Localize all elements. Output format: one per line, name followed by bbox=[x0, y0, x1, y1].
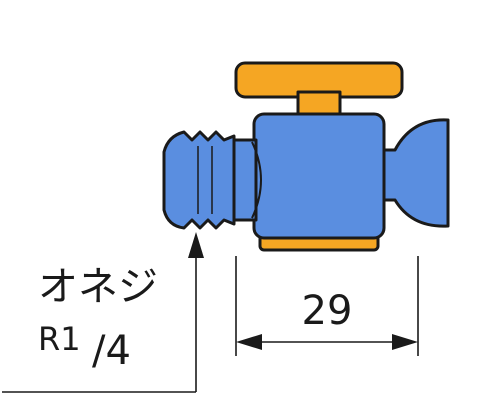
thread-label-r1: R1 bbox=[38, 320, 81, 358]
right-socket bbox=[366, 118, 450, 228]
left-neck-curve bbox=[251, 141, 262, 219]
dimension-lines bbox=[235, 256, 419, 356]
dimension-value: 29 bbox=[302, 288, 353, 334]
thread-label-fraction: /4 bbox=[92, 328, 131, 374]
arrow-left-icon bbox=[236, 334, 262, 350]
arrow-up-icon bbox=[188, 232, 204, 258]
valve-body bbox=[252, 112, 386, 240]
ball-valve-icon bbox=[162, 61, 450, 252]
male-thread bbox=[162, 130, 236, 230]
arrow-right-icon bbox=[392, 334, 418, 350]
thread-label-line1: オネジ bbox=[38, 264, 158, 310]
thread-leader bbox=[2, 254, 197, 393]
